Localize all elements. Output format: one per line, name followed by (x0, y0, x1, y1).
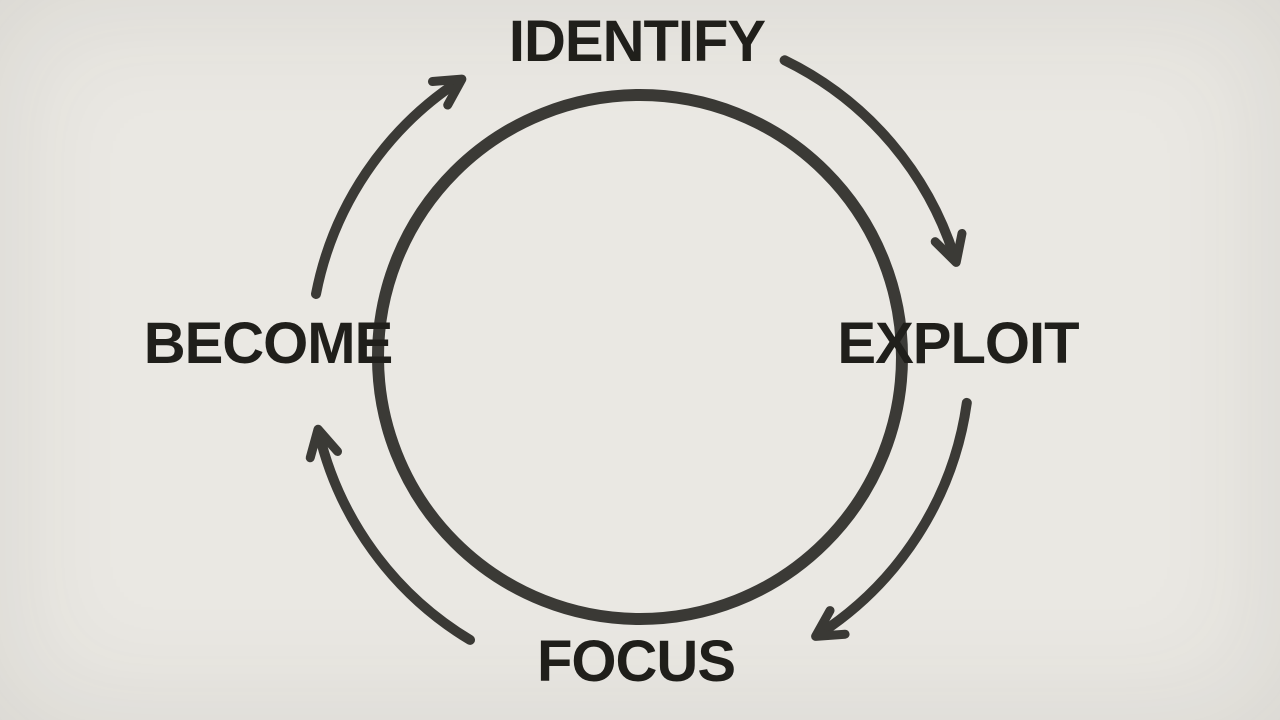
label-focus: FOCUS (537, 629, 736, 694)
label-exploit: EXPLOIT (837, 311, 1079, 376)
label-become: BECOME (143, 311, 394, 376)
arrow-become-to-identify (311, 74, 467, 299)
arrow-focus-to-become (305, 424, 475, 645)
arrow-identify-to-exploit (779, 55, 967, 267)
arrow-exploit-to-focus (811, 397, 972, 641)
cycle-circle (372, 89, 908, 625)
label-identify: IDENTIFY (508, 9, 766, 74)
